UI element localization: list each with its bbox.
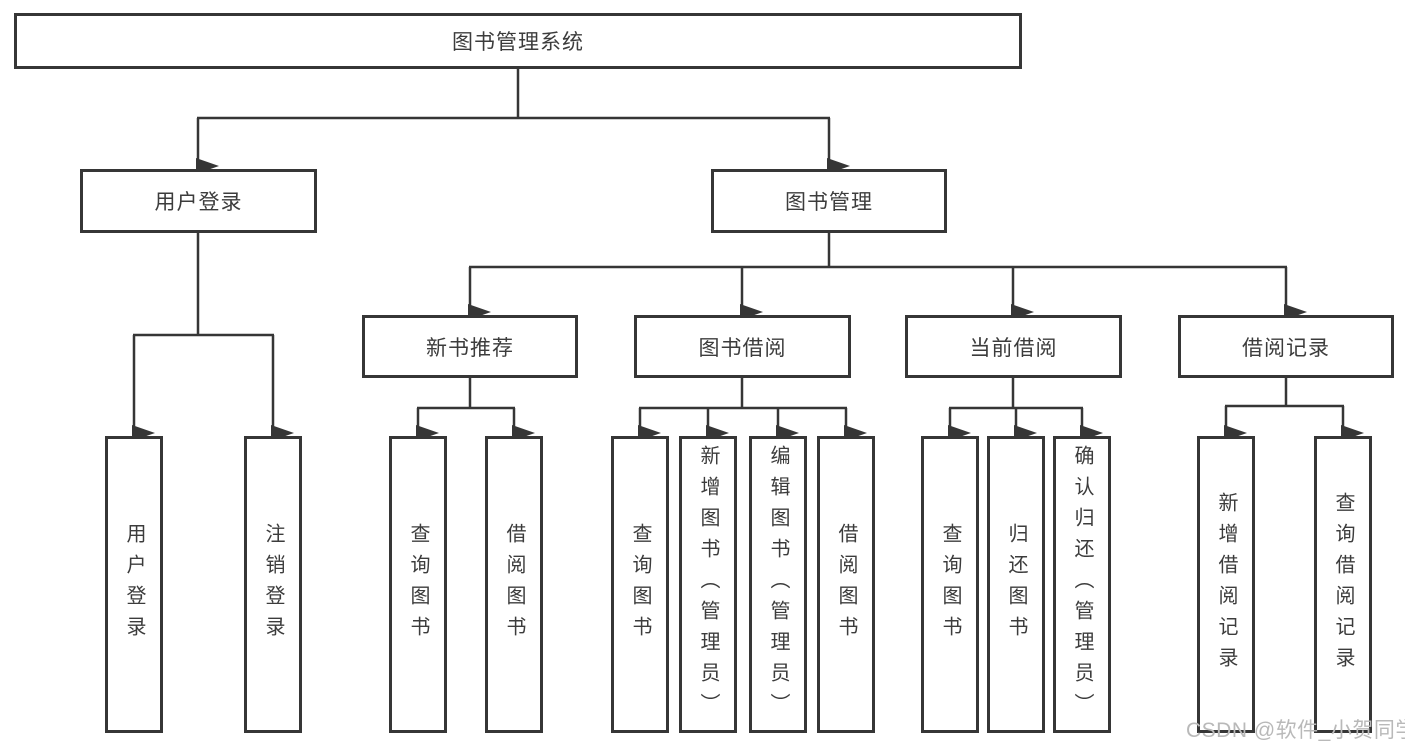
node-label: 查询图书	[939, 522, 961, 647]
node-label: 新增借阅记录	[1215, 491, 1237, 678]
node-current-borrowing: 当前借阅	[905, 315, 1122, 378]
node-label: 查询借阅记录	[1332, 491, 1354, 678]
node-leaf-query-books: 查询图书	[389, 436, 447, 733]
node-leaf-logout: 注销登录	[244, 436, 302, 733]
node-label: 图书借阅	[698, 336, 787, 360]
node-leaf-edit-books-admin: 编辑图书（管理员）	[749, 436, 807, 733]
node-label: 确认归还（管理员）	[1071, 445, 1093, 724]
node-leaf-add-books-admin: 新增图书（管理员）	[679, 436, 737, 733]
node-leaf-add-borrow-record: 新增借阅记录	[1197, 436, 1255, 733]
node-label: 图书管理	[785, 191, 873, 214]
node-leaf-query-books: 查询图书	[611, 436, 669, 733]
node-label: 借阅图书	[503, 522, 525, 647]
node-label: 借阅图书	[835, 522, 857, 647]
node-label: 借阅记录	[1242, 336, 1330, 360]
node-label: 新书推荐	[426, 336, 514, 360]
node-library-system: 图书管理系统	[14, 13, 1022, 69]
node-label: 编辑图书（管理员）	[767, 445, 789, 724]
node-book-borrowing: 图书借阅	[634, 315, 851, 378]
node-label: 新增图书（管理员）	[697, 445, 719, 724]
node-book-management: 图书管理	[711, 169, 947, 233]
node-label: 用户登录	[154, 191, 243, 214]
node-label: 图书管理系统	[452, 31, 584, 54]
node-leaf-query-borrow-record: 查询借阅记录	[1314, 436, 1372, 733]
csdn-watermark: CSDN @软件_小贺同学	[1186, 719, 1405, 742]
node-leaf-borrow-books: 借阅图书	[485, 436, 543, 733]
node-borrowing-records: 借阅记录	[1178, 315, 1394, 378]
node-leaf-confirm-return-admin: 确认归还（管理员）	[1053, 436, 1111, 733]
node-label: 查询图书	[407, 522, 429, 647]
node-new-book-recommendation: 新书推荐	[362, 315, 578, 378]
node-label: 注销登录	[262, 522, 284, 647]
node-leaf-return-books: 归还图书	[987, 436, 1045, 733]
node-label: 查询图书	[629, 522, 651, 647]
node-label: 当前借阅	[969, 336, 1058, 360]
node-leaf-user-login: 用户登录	[105, 436, 163, 733]
node-user-login: 用户登录	[80, 169, 317, 233]
node-leaf-query-books: 查询图书	[921, 436, 979, 733]
node-label: 归还图书	[1005, 522, 1027, 647]
node-leaf-borrow-books: 借阅图书	[817, 436, 875, 733]
node-label: 用户登录	[123, 522, 145, 647]
